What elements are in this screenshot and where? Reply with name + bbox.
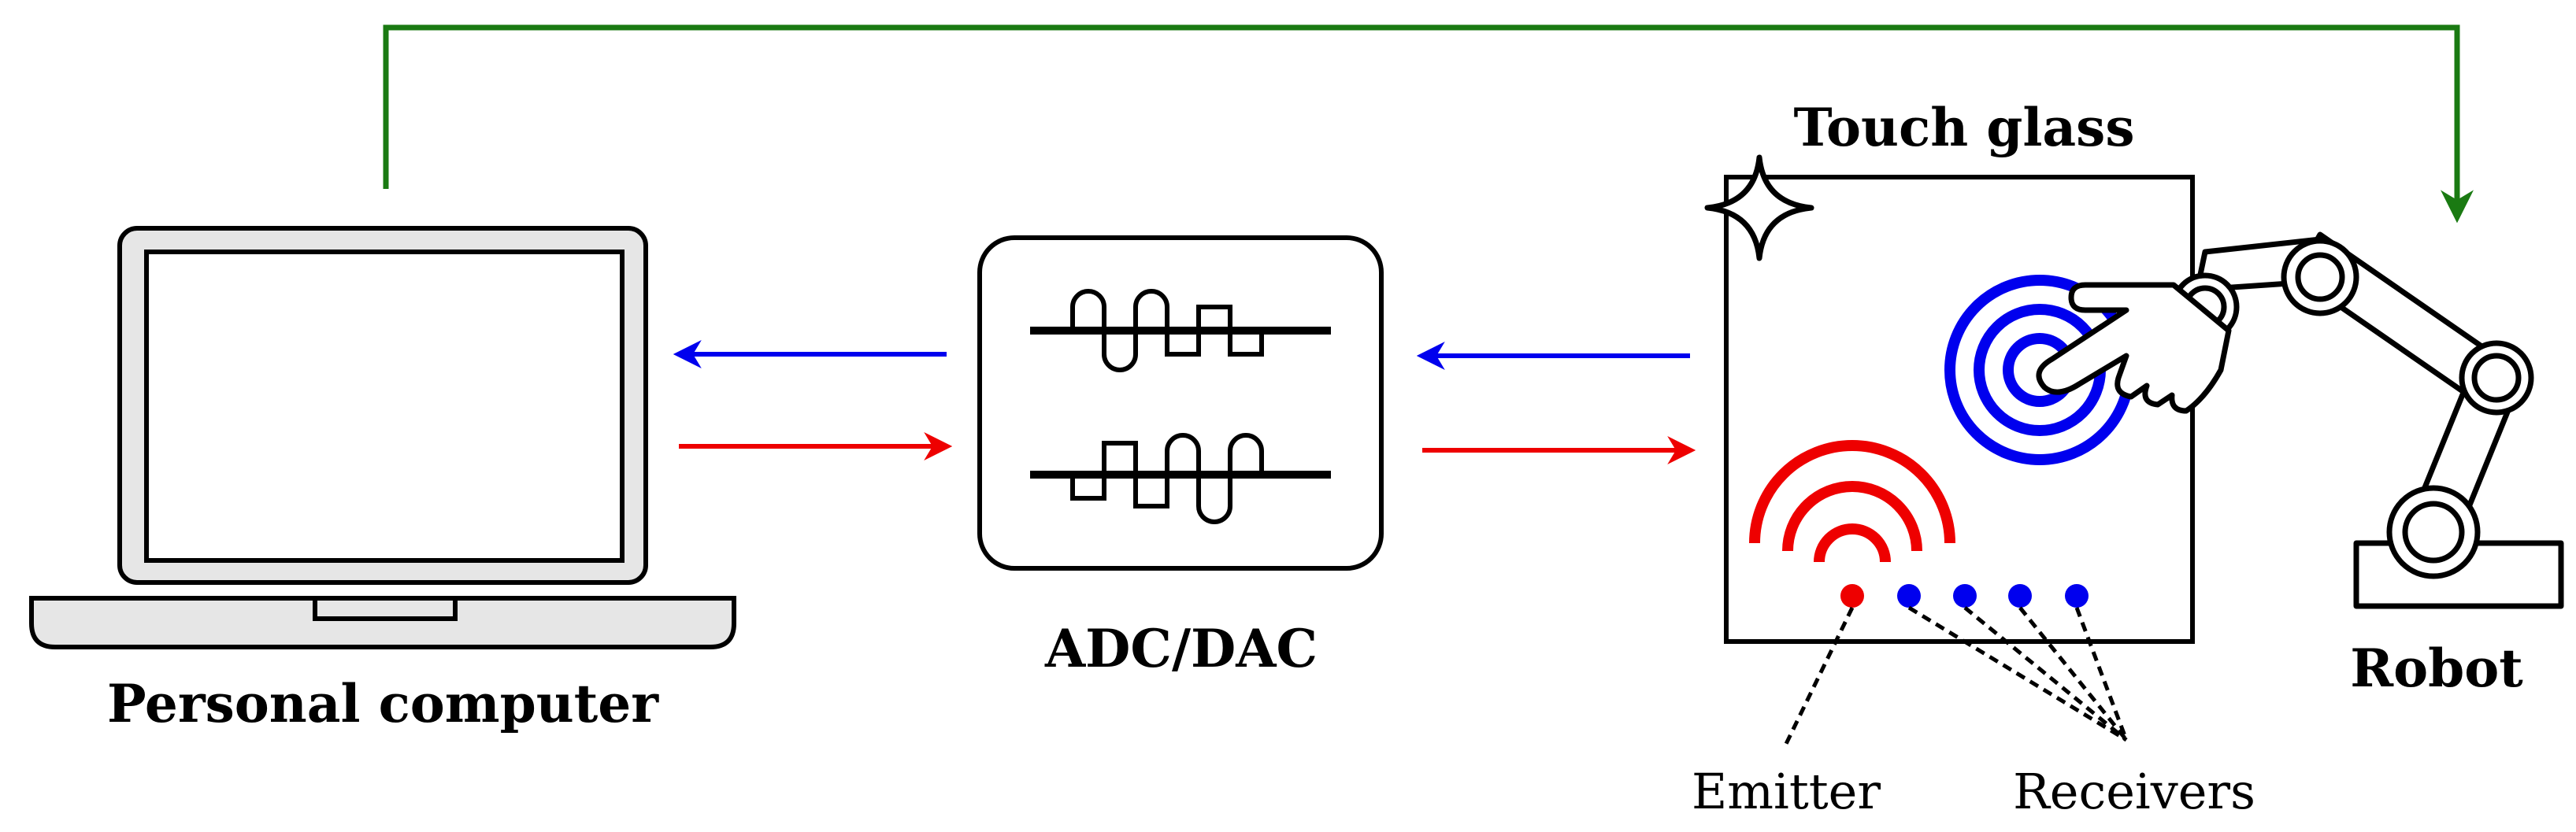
robot-arm-icon (2036, 231, 2564, 609)
laptop-icon (29, 226, 736, 649)
emitter-label: Emitter (1692, 763, 1881, 820)
sparkle-icon (1704, 154, 1814, 261)
receiver-dot (1897, 584, 1921, 608)
receivers-label: Receivers (2013, 763, 2255, 820)
leader-lines (1784, 605, 2129, 745)
receiver-dot (2065, 584, 2089, 608)
adc-dac-label: ADC/DAC (1044, 618, 1318, 679)
computer-label: Personal computer (107, 673, 659, 734)
command-link-arrow (383, 24, 2474, 224)
robot-label: Robot (2350, 638, 2523, 699)
emitter-dot (1840, 584, 1864, 608)
receiver-dot (1953, 584, 1977, 608)
adc-dac-box (977, 235, 1384, 571)
emitter-waves-icon (1749, 440, 1955, 563)
receiver-dot (2008, 584, 2032, 608)
touch-glass-label: Touch glass (1794, 97, 2135, 158)
